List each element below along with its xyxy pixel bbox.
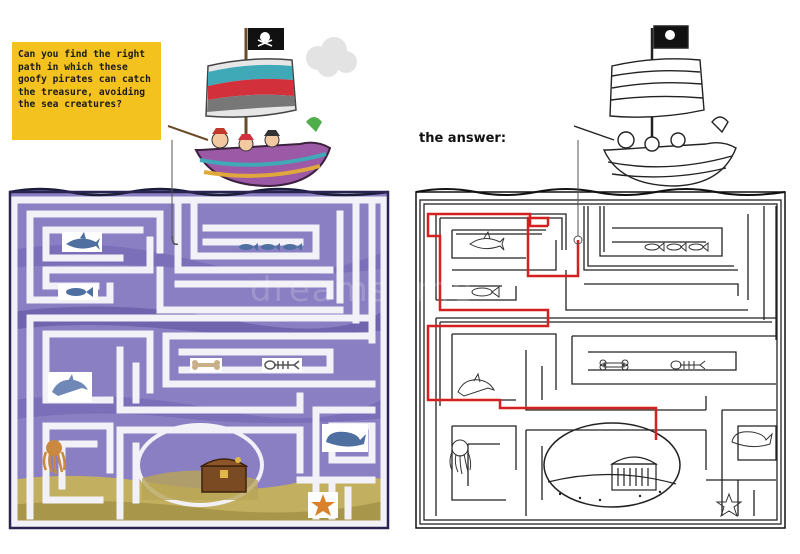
fish-skeleton-icon [262, 358, 302, 372]
bone-icon [599, 359, 629, 371]
hook-icon [573, 140, 583, 245]
shark-icon [469, 230, 505, 251]
fish-skeleton-icon [670, 360, 706, 370]
whale-icon [731, 431, 773, 448]
starfish-icon [715, 492, 743, 518]
treasure-chest-icon [609, 456, 659, 491]
whale-icon [322, 424, 368, 452]
bone-icon [190, 358, 222, 372]
answer-maze-walls [419, 199, 782, 525]
starfish-icon [308, 492, 338, 518]
cloud-icon [306, 37, 357, 77]
dolphin-icon [48, 372, 92, 402]
pirate-ship-icon [573, 25, 737, 187]
hook-icon [171, 140, 179, 246]
colored-maze [8, 140, 390, 530]
pirate-flag-icon [653, 25, 689, 49]
instructions-box: Can you find the right path in which the… [12, 42, 161, 140]
watermark: dreamstime [250, 270, 475, 310]
octopus-icon [449, 439, 472, 475]
maze-walls [10, 196, 388, 528]
dolphin-icon [457, 372, 495, 397]
fish-school-icon [644, 241, 709, 253]
fish-icon [471, 286, 500, 298]
treasure-chest-icon [199, 457, 249, 493]
fish-icon [58, 284, 98, 300]
shark-icon [62, 232, 102, 252]
pirate-ship-icon [167, 28, 332, 188]
solution-path [426, 212, 658, 440]
octopus-icon [42, 440, 66, 475]
answer-label: the answer: [419, 131, 507, 146]
treasure-island-ring [136, 423, 264, 507]
answer-maze [415, 140, 786, 529]
pirate-flag-icon [248, 28, 284, 50]
fish-school-icon [239, 243, 302, 251]
